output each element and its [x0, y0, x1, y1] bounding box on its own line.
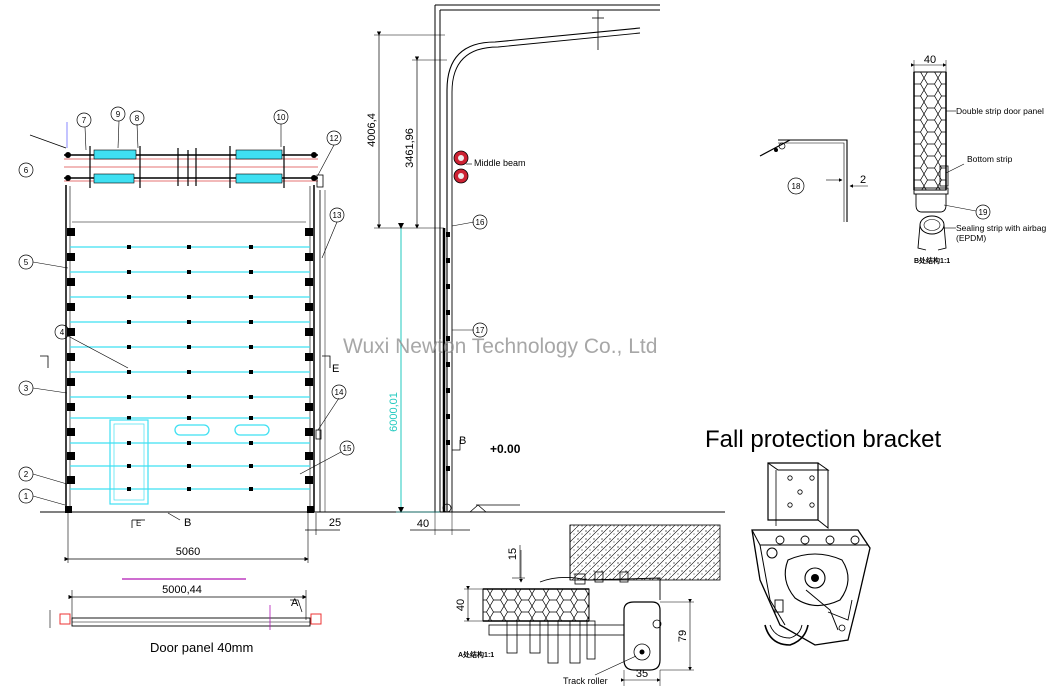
callout-15: 15	[343, 444, 352, 453]
fall-protection-bracket-drawing	[751, 462, 871, 646]
watermark: Wuxi Newton Technology Co., Ltd	[343, 335, 657, 358]
callout-12: 12	[330, 134, 339, 143]
front-view	[29, 120, 342, 630]
dim-total-height: 4006,4	[366, 113, 378, 147]
dim-door-height: 6000,01	[388, 392, 400, 432]
callout-16: 16	[476, 218, 485, 227]
detail-a	[455, 511, 725, 686]
section-marker-e: E	[332, 363, 339, 375]
callout-1: 1	[24, 492, 29, 501]
callout-7: 7	[82, 116, 87, 125]
detail-b-caption: B处结构1:1	[914, 256, 950, 265]
label-double-strip-panel: Double strip door panel	[956, 106, 1044, 116]
detail-a-labels: 15 40 79 35 Track roller A处结构1:1	[455, 548, 689, 686]
callout-9: 9	[116, 110, 121, 119]
section-marker-e-bottom: E	[136, 519, 141, 528]
callout-5: 5	[24, 258, 29, 267]
detail-b	[911, 60, 991, 251]
dim-79: 79	[677, 630, 689, 642]
callout-19: 19	[979, 208, 988, 217]
label-bottom-strip: Bottom strip	[967, 154, 1013, 164]
callout-8: 8	[135, 114, 140, 123]
label-sealing-strip: Sealing strip with airbag	[956, 223, 1047, 233]
dim-upper-height: 3461,96	[404, 128, 416, 168]
label-track-roller: Track roller	[563, 676, 608, 686]
callout-17: 17	[476, 326, 485, 335]
label-epdm: (EPDM)	[956, 233, 986, 243]
bracket-title: Fall protection bracket	[705, 426, 941, 453]
dim-2: 2	[860, 174, 866, 186]
level-zero: +0.00	[490, 442, 521, 456]
callout-14: 14	[335, 388, 344, 397]
callout-2: 2	[24, 470, 29, 479]
dim-inner-width: 5000,44	[162, 584, 202, 596]
dim-15: 15	[507, 548, 519, 560]
callout-18: 18	[792, 182, 801, 191]
side-marker-b: B	[459, 435, 466, 447]
label-middle-beam: Middle beam	[474, 158, 526, 168]
callout-4: 4	[60, 328, 65, 337]
side-view-labels: 4006,4 3461,96 6000,01 40 Middle beam 16…	[366, 113, 526, 530]
callout-10: 10	[277, 113, 286, 122]
dim-bottom-40: 40	[417, 518, 429, 530]
side-view	[330, 4, 725, 535]
callout-3: 3	[24, 384, 29, 393]
dim-panel-40: 40	[924, 54, 936, 66]
detail-a-caption: A处结构1:1	[458, 650, 494, 659]
dim-width: 5060	[176, 546, 200, 558]
section-marker-b: B	[184, 517, 191, 529]
detail-b-labels: 40 Double strip door panel Bottom strip …	[914, 54, 1047, 265]
dim-25: 25	[329, 517, 341, 529]
dim-35: 35	[636, 668, 648, 680]
dim-a-40: 40	[455, 599, 467, 611]
marker-a: A	[291, 597, 299, 609]
callout-13: 13	[333, 211, 342, 220]
detail-18	[759, 139, 868, 222]
front-view-callouts: 1 2 3 4 5 6 7 8 9 10 12 13 14 15 5060 25…	[18, 106, 355, 655]
door-panel-caption: Door panel 40mm	[150, 640, 253, 655]
callout-6: 6	[24, 166, 29, 175]
